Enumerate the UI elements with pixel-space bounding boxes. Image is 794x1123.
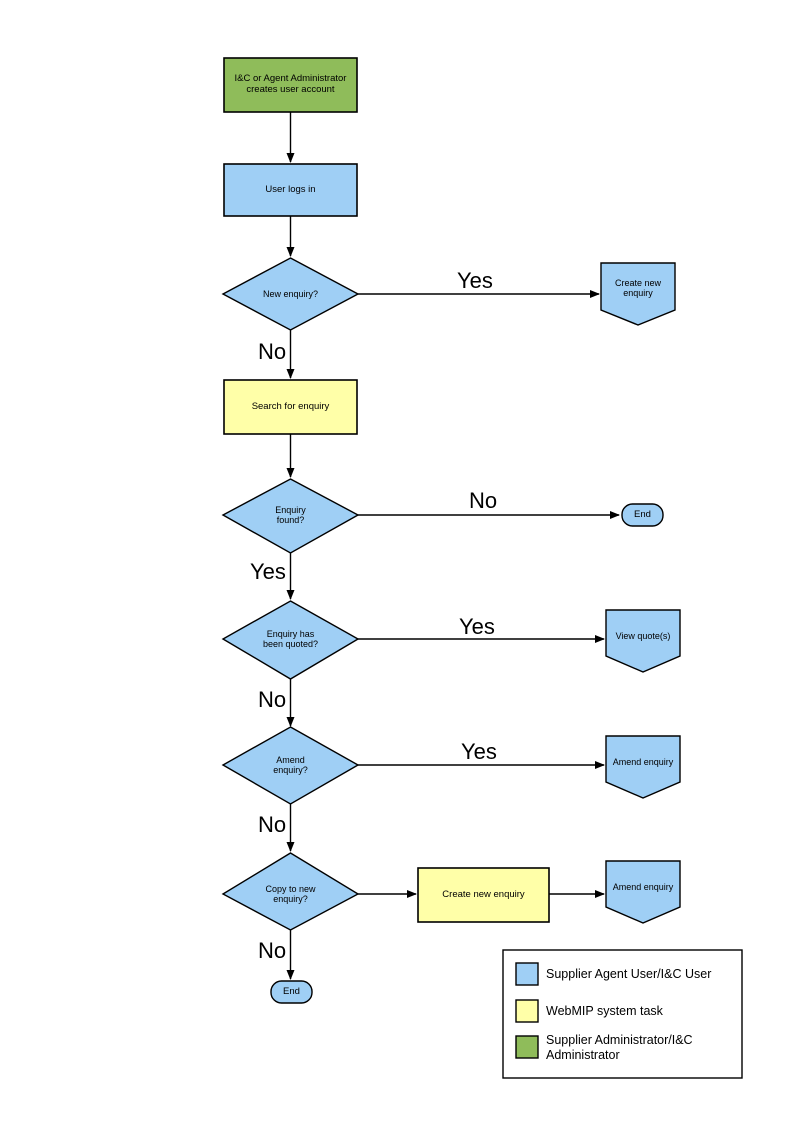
node-enquiry-quoted-decision[interactable] [221, 600, 360, 680]
node-view-quotes-doc[interactable] [605, 609, 681, 673]
legend-box [502, 949, 743, 1079]
legend-swatch-system [515, 999, 539, 1023]
node-user-logs-in[interactable] [223, 163, 358, 217]
node-search-for-enquiry[interactable] [223, 379, 358, 435]
node-enquiry-found-decision[interactable] [221, 478, 360, 554]
node-end-terminator-top[interactable] [621, 503, 664, 527]
legend-swatch-admin [515, 1035, 539, 1059]
node-create-new-enquiry-task[interactable] [417, 867, 550, 923]
node-admin-creates-account[interactable] [223, 57, 358, 113]
node-new-enquiry-decision[interactable] [221, 257, 360, 331]
node-amend-enquiry-doc[interactable] [605, 735, 681, 799]
node-copy-to-new-enquiry-decision[interactable] [221, 852, 360, 931]
legend-swatch-user [515, 962, 539, 986]
node-amend-enquiry-doc-2[interactable] [605, 860, 681, 924]
node-end-terminator-bottom[interactable] [270, 980, 313, 1004]
node-amend-enquiry-decision[interactable] [221, 726, 360, 805]
node-create-new-enquiry-doc[interactable] [600, 262, 676, 326]
